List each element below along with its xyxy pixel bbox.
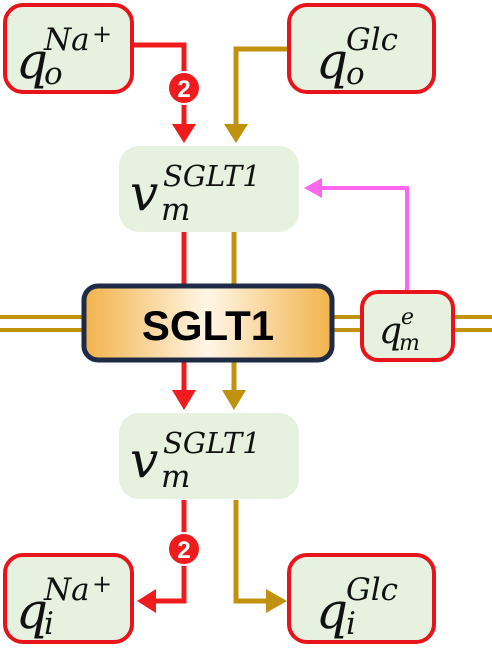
node-q-i-na[interactable]: q Na + i: [3, 553, 134, 644]
glucose-out-line: [233, 500, 270, 604]
node-q-o-glc-sup: Glc: [346, 22, 398, 58]
stoich-badge-top: 2: [167, 71, 201, 105]
electro-flow: [304, 178, 409, 292]
node-q-o-glc-sub: o: [346, 56, 365, 92]
sodium-in-arrowhead: [172, 124, 196, 143]
sodium-transport-arrowhead: [172, 390, 196, 410]
rate-node-top-box: [119, 146, 299, 232]
rate-node-bottom[interactable]: v SGLT1 m: [119, 413, 299, 499]
rate-node-bottom-sub: m: [161, 459, 190, 495]
node-q-m-e-sup: e: [401, 305, 414, 330]
glucose-out-arrowhead: [266, 589, 287, 613]
node-q-i-glc[interactable]: q Glc i: [287, 553, 436, 644]
node-q-m-e-sub: m: [399, 331, 420, 356]
node-q-o-na-sup-plus: +: [92, 20, 112, 48]
glucose-flow: [222, 46, 290, 613]
rate-node-bottom-sup: SGLT1: [163, 426, 261, 460]
rate-node-top[interactable]: v SGLT1 m: [119, 146, 299, 232]
node-q-i-na-box: [3, 553, 134, 644]
rate-node-bottom-box: [119, 413, 299, 499]
rate-node-top-sub: m: [161, 192, 190, 228]
glucose-transport-arrowhead: [222, 390, 246, 410]
transporter-sglt1[interactable]: SGLT1: [81, 283, 335, 363]
node-q-i-na-sup-plus: +: [92, 570, 112, 598]
stoich-badge-bottom: 2: [167, 532, 201, 566]
rate-node-top-base: v: [130, 164, 158, 222]
node-q-o-glc-box: [287, 3, 436, 94]
rate-node-bottom-base: v: [130, 431, 158, 489]
node-q-o-na-sup: Na: [43, 22, 90, 58]
node-q-i-na-sup: Na: [43, 572, 90, 608]
node-q-o-glc-base: q: [316, 32, 348, 90]
node-q-i-na-base: q: [16, 582, 48, 640]
node-q-o-na-base: q: [16, 32, 48, 90]
electro-arrowhead: [304, 178, 322, 198]
glucose-in-arrowhead: [224, 124, 248, 143]
sodium-out-arrowhead: [137, 589, 156, 613]
glucose-in-line: [233, 46, 290, 128]
electro-line: [318, 186, 409, 292]
stoich-badge-top-circle: [167, 71, 201, 105]
transporter-box: [81, 283, 335, 363]
stoich-badge-top-label: 2: [177, 76, 190, 103]
node-q-o-glc[interactable]: q Glc o: [287, 3, 436, 94]
node-q-m-e-base: q: [379, 311, 402, 352]
node-q-i-glc-box: [287, 553, 436, 644]
node-q-m-e-box: [360, 290, 455, 362]
stoich-badge-bottom-label: 2: [177, 537, 190, 564]
node-q-i-glc-sup: Glc: [346, 572, 398, 608]
node-q-o-na-sub: o: [44, 56, 63, 92]
node-q-i-glc-base: q: [316, 582, 348, 640]
node-q-i-glc-sub: i: [346, 606, 356, 642]
node-q-o-na-box: [3, 3, 134, 94]
node-q-m-e[interactable]: q e m: [360, 290, 455, 362]
rate-node-top-sup: SGLT1: [163, 159, 261, 193]
node-q-o-na[interactable]: q Na + o: [3, 3, 134, 94]
stoich-badge-bottom-circle: [167, 532, 201, 566]
transporter-label: SGLT1: [142, 302, 274, 349]
node-q-i-na-sub: i: [44, 606, 54, 642]
